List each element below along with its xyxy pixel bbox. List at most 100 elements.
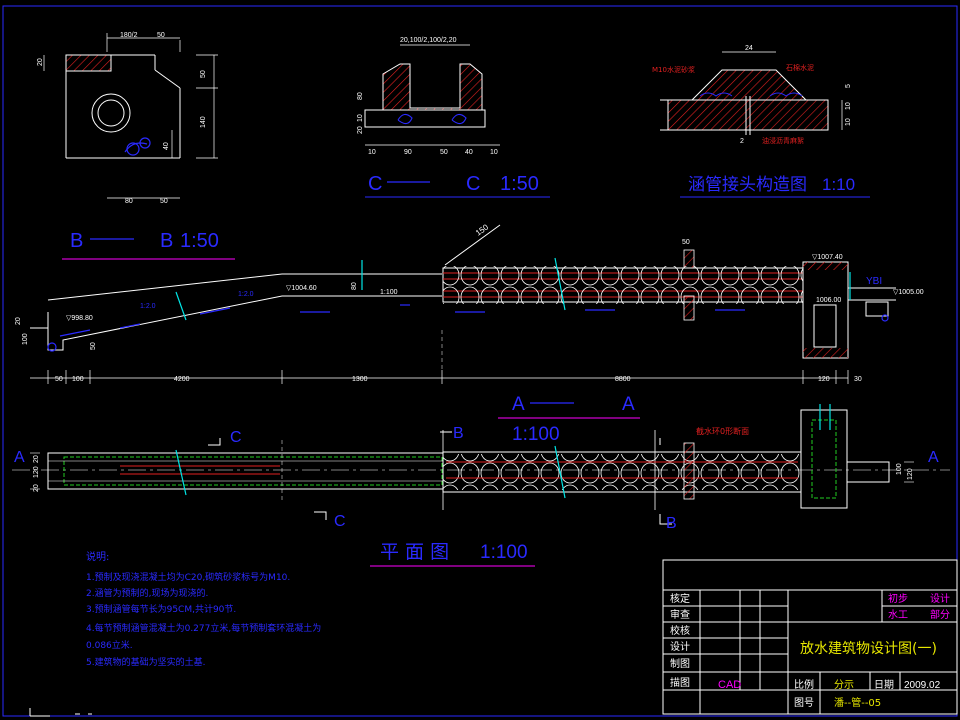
svg-text:1:100: 1:100 xyxy=(480,542,528,563)
dim-label: 20 xyxy=(33,455,40,463)
plan-mark-b-bottom: B xyxy=(666,515,677,532)
svg-text:1:10: 1:10 xyxy=(822,175,855,194)
svg-text:B: B xyxy=(160,230,173,252)
pipe-joint-label-left: M10水泥砂浆 xyxy=(652,65,695,74)
section-c-marks xyxy=(397,113,467,125)
svg-text:平 面 图: 平 面 图 xyxy=(380,541,449,563)
tag-label: YBI xyxy=(866,276,882,287)
scale-value: 分示 xyxy=(834,679,854,691)
dim-label: 90 xyxy=(404,149,412,156)
title-block-stage: 设计 xyxy=(930,592,950,605)
dim-label: 20 xyxy=(33,484,40,492)
plan-view xyxy=(12,409,950,510)
dim-label: 180/2 xyxy=(120,32,138,39)
title-block-role: 审查 xyxy=(670,608,690,621)
longitudinal-cyan-marks xyxy=(175,257,851,321)
dim-label: 5 xyxy=(845,84,852,88)
dim-label: 50 xyxy=(90,342,97,350)
dim-label: 30 xyxy=(854,376,862,383)
plan-title: 平 面 图 1:100 xyxy=(370,541,535,567)
plan-cyan-marks xyxy=(175,404,831,499)
longitudinal-blue-marks xyxy=(47,304,889,352)
plan-mark-c-top: C xyxy=(230,429,242,446)
svg-text:A: A xyxy=(622,394,635,415)
section-c-dim-top: 20,100/2,100/2,20 xyxy=(400,37,457,44)
headwall-pipe-mark xyxy=(124,137,151,156)
drawing-title: 放水建筑物设计图(一) xyxy=(800,641,937,657)
dim-label: 50 xyxy=(682,239,690,246)
title-block-role: 描图 xyxy=(670,676,690,689)
plan-mark-b-top: B xyxy=(453,425,464,442)
pipe-joint-fill xyxy=(699,92,803,97)
longitudinal-section xyxy=(30,224,896,384)
slope-label: 1:2.0 xyxy=(140,303,156,310)
section-c-title: C C 1:50 xyxy=(365,173,550,198)
svg-text:B: B xyxy=(70,230,83,252)
dim-label: 10 xyxy=(845,102,852,110)
dim-label: 40 xyxy=(465,149,473,156)
pipe-joint-label-bottom: 油浸沥青麻絮 xyxy=(762,136,804,145)
elevation-label: ▽1005.00 xyxy=(893,289,924,296)
plan-section-marks xyxy=(208,431,672,525)
dim-label: 80 xyxy=(357,92,364,100)
drawing-border xyxy=(2,5,958,717)
dim-label: 24 xyxy=(745,45,753,52)
plan-red-label: 截水环0形断面 xyxy=(696,426,749,436)
section-b-title: B B 1:50 xyxy=(62,230,235,260)
elevation-label: 1006.00 xyxy=(816,297,841,304)
dim-label: 20 xyxy=(357,126,364,134)
dim-label: 40 xyxy=(163,142,170,150)
notes-item: 5.建筑物的基础为坚实的土基. xyxy=(86,656,205,668)
dim-label: 2 xyxy=(740,138,744,145)
notes-item: 3.预制涵管每节长为95CM,共计90节. xyxy=(86,603,236,615)
plan-mark-c-bottom: C xyxy=(334,513,346,530)
notes-item: 2.涵管为预制的,现场为现浇的. xyxy=(86,587,208,599)
dim-label: 50 xyxy=(160,198,168,205)
dim-label: 20 xyxy=(37,58,44,66)
title-block xyxy=(662,559,958,715)
headwall-view xyxy=(43,33,218,199)
svg-text:1:100: 1:100 xyxy=(512,424,560,445)
notes-item: 4.每节预制涵管混凝土为0.277立米,每节预制套环混凝土为 xyxy=(86,622,321,634)
svg-text:涵管接头构造图: 涵管接头构造图 xyxy=(688,175,807,195)
notes-heading: 说明: xyxy=(86,550,109,563)
dim-label: 1300 xyxy=(352,376,368,383)
dim-label: 50 xyxy=(200,70,207,78)
title-block-role: 校核 xyxy=(670,624,690,637)
title-block-stage: 初步 xyxy=(888,592,908,605)
dim-label: 50 xyxy=(440,149,448,156)
leader-label: 150 xyxy=(474,222,491,237)
ucs-icon xyxy=(29,708,92,717)
section-a-title: A A 1:100 xyxy=(498,394,640,445)
dim-label: 140 xyxy=(200,116,207,128)
dim-label: 8800 xyxy=(615,376,631,383)
elevation-label: ▽1004.60 xyxy=(286,285,317,292)
dim-label: 20 xyxy=(15,317,22,325)
slope-label: 1:2.0 xyxy=(238,291,254,298)
svg-text:C: C xyxy=(368,173,382,195)
svg-text:C: C xyxy=(466,173,480,195)
dim-label: 50 xyxy=(157,32,165,39)
dim-label: 10 xyxy=(368,149,376,156)
svg-text:1:50: 1:50 xyxy=(180,230,219,252)
scale-label: 比例 xyxy=(794,678,814,691)
dim-label: 80 xyxy=(125,198,133,205)
pipe-joint-label-right: 石棉水泥 xyxy=(786,63,814,72)
slope-label: 1:100 xyxy=(380,289,398,296)
dim-label: 10 xyxy=(490,149,498,156)
drawing-no: 潘--管--05 xyxy=(834,696,881,709)
title-block-role: 核定 xyxy=(670,592,690,605)
title-block-dept: 部分 xyxy=(930,608,950,621)
svg-text:A: A xyxy=(512,394,525,415)
title-block-cad: CAD xyxy=(718,679,741,691)
dim-label: 120 xyxy=(33,466,40,478)
plan-red-lines xyxy=(120,442,798,500)
svg-text:1:50: 1:50 xyxy=(500,173,539,195)
title-block-role: 制图 xyxy=(670,657,690,670)
pipe-joint-drawing xyxy=(660,51,843,135)
notes: 说明: 1.预制及现浇混凝土均为C20,砌筑砂浆标号为M10. 2.涵管为预制的… xyxy=(86,550,321,668)
notes-item: 0.086立米. xyxy=(86,639,133,651)
date-label: 日期 xyxy=(874,679,894,691)
title-block-dept: 水工 xyxy=(888,609,908,621)
